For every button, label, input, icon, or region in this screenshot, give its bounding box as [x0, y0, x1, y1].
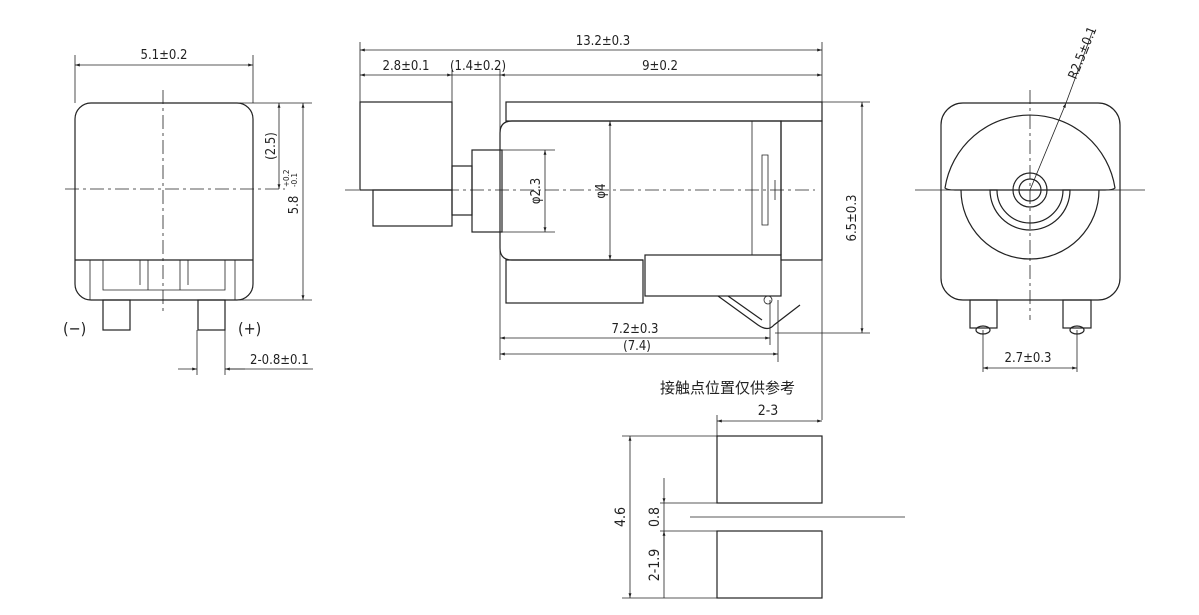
contact-note: 接触点位置仅供参考 [660, 379, 795, 397]
positive-label: (+) [238, 319, 261, 338]
contact-position-detail: 接触点位置仅供参考 2-3 4.6 0.8 2-1.9 [613, 379, 905, 599]
contact-pad-lower [716, 530, 823, 599]
side-view: 13.2±0.3 2.8±0.1 (1.4±0.2) 9±0.2 φ2.3 φ4… [345, 34, 870, 420]
shaft [451, 165, 473, 216]
pad-height-dim-label: 2-1.9 [647, 549, 663, 582]
half-height-dim-label: (2.5) [264, 132, 279, 160]
total-length-dim-label: 13.2±0.3 [576, 34, 630, 49]
height-tol-minus: -0.1 [290, 173, 299, 187]
height-dim-label: 5.8 [287, 196, 302, 215]
contact-dim-label: 7.2±0.3 [612, 322, 659, 337]
can-dia-dim-label: φ4 [594, 183, 609, 198]
height-tol-plus: +0.2 [282, 170, 291, 187]
motor-body-outline [74, 102, 254, 301]
body-length-dim-label: 9±0.2 [642, 59, 678, 74]
positive-terminal [197, 299, 226, 331]
end-body-outline [940, 102, 1121, 301]
width-dim-label: 5.1±0.2 [141, 48, 188, 63]
end-view: R2.5±0.1 2.7±0.3 [915, 25, 1145, 372]
brush-holder [644, 254, 782, 297]
shaft-dia-dim-label: φ2.3 [529, 178, 544, 204]
negative-label: (−) [63, 319, 86, 338]
height-dim-label: 6.5±0.3 [845, 195, 860, 242]
hatched-housing-bottom [505, 259, 644, 304]
hatched-housing-top [505, 101, 823, 122]
end-terminal-left [969, 299, 998, 329]
pin-width-dim-label: 2-0.8±0.1 [250, 353, 309, 368]
motor-can [499, 120, 782, 261]
gap-dim-label: 0.8 [647, 507, 663, 527]
negative-terminal [102, 299, 131, 331]
pin-pitch-dim-label: 2.7±0.3 [1005, 351, 1052, 366]
end-terminal-right [1062, 299, 1092, 329]
contact-ref-dim-label: (7.4) [623, 339, 651, 354]
front-view: 5.1±0.2 (2.5) 5.8 +0.2 -0.1 (−) (+) 2-0.… [63, 48, 313, 375]
pad-width-dim-label: 2-3 [758, 403, 779, 419]
contact-pad-upper [716, 435, 823, 504]
cap-length-dim-label: 2.8±0.1 [383, 59, 430, 74]
shaft-gap-dim-label: (1.4±0.2) [450, 59, 506, 74]
total-dim-label: 4.6 [613, 507, 629, 527]
eccentric-weight [359, 101, 453, 191]
radius-dim-label: R2.5±0.1 [1066, 25, 1101, 82]
